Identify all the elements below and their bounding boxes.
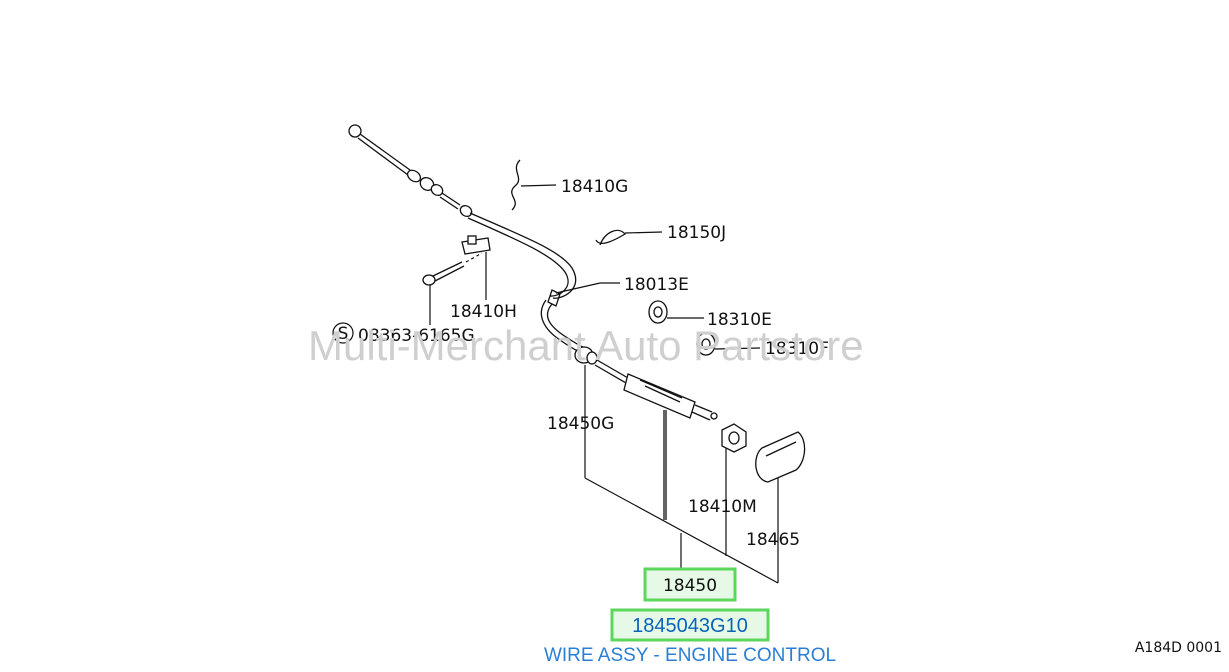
label-18310F: 18310F [765, 339, 829, 359]
grommet-18310E-shape [648, 300, 668, 324]
label-18150J: 18150J [667, 223, 726, 243]
grommet-18310F-shape [696, 332, 716, 356]
label-08363-prefix: S [338, 324, 349, 344]
clip-18410H-shape [461, 235, 491, 255]
accelerator-cable [348, 124, 718, 520]
watermark: Multi-Merchant Auto Partstore [308, 322, 864, 369]
label-18013E: 18013E [624, 275, 689, 295]
label-18410H: 18410H [450, 302, 517, 322]
label-08363: 08363-6165G [358, 326, 475, 346]
label-18450G: 18450G [547, 414, 614, 434]
label-18410M: 18410M [688, 497, 757, 517]
clip-18150J-shape [595, 229, 627, 246]
label-18310E: 18310E [707, 310, 772, 330]
screw-symbol-icon [332, 322, 354, 344]
screw-08363-shape [422, 252, 483, 286]
label-18465: 18465 [746, 530, 800, 550]
leader-lines [429, 184, 779, 584]
pad-18465-shape [755, 431, 806, 483]
clip-18410G-shape [511, 159, 521, 211]
part-number-box[interactable]: 1845043G10 [610, 608, 770, 642]
part-number: 1845043G10 [632, 615, 748, 637]
label-18410G: 18410G [561, 177, 628, 197]
nut-18410M-shape [721, 423, 747, 453]
label-18450: 18450 [663, 576, 717, 596]
assembly-18450-box[interactable]: 18450 [643, 567, 737, 602]
part-description: WIRE ASSY - ENGINE CONTROL [544, 645, 836, 666]
diagram-code: A184D 0001 [1135, 640, 1222, 656]
